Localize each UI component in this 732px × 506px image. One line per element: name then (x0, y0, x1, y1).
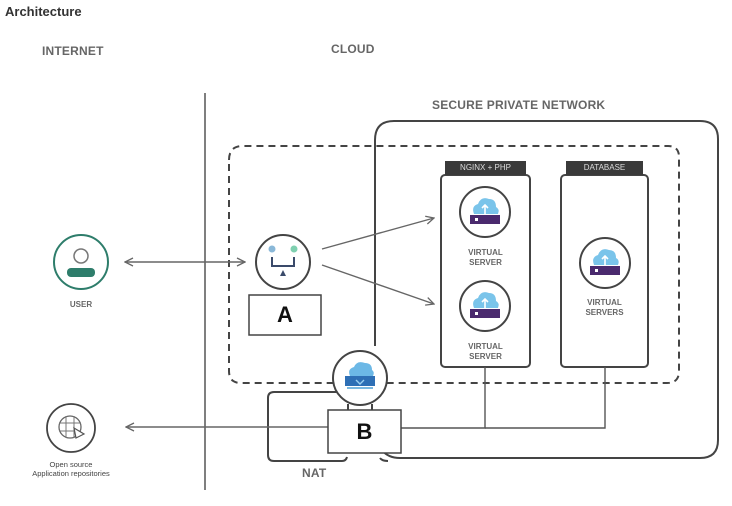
nat-boundary (267, 391, 348, 462)
load-balancer-icon (255, 234, 311, 290)
virtual-server-label: VIRTUAL SERVER (468, 248, 503, 267)
zone-internet-label: INTERNET (42, 44, 104, 58)
repos-label: Open source Application repositories (32, 460, 110, 478)
cloud-server-icon (459, 280, 511, 332)
secure-private-network-boundary (381, 120, 719, 459)
cloud-dashed-boundary (228, 145, 680, 384)
user-label: USER (69, 300, 93, 309)
cloud-server-icon (579, 237, 631, 289)
component-b-box (327, 409, 402, 454)
gateway-icon (332, 350, 388, 406)
database-group-tag: DATABASE (566, 161, 643, 175)
zone-cloud-label: CLOUD (331, 42, 375, 56)
component-b-label: B (356, 419, 373, 444)
secure-private-network-label: SECURE PRIVATE NETWORK (432, 98, 606, 112)
nat-label: NAT (302, 466, 327, 480)
cloud-server-icon (459, 186, 511, 238)
lb-to-server2-arrow (321, 264, 434, 304)
page-title: Architecture (5, 4, 82, 19)
user-icon (53, 234, 109, 290)
component-a-box (248, 294, 322, 336)
component-a-label: A (277, 302, 293, 327)
web-group-tag: NGINX + PHP (445, 161, 526, 175)
server-to-gateway-line (400, 367, 486, 429)
db-to-gateway-line (485, 367, 606, 429)
globe-icon (46, 403, 96, 453)
virtual-servers-label: VIRTUAL SERVERS (585, 298, 624, 317)
virtual-server-label: VIRTUAL SERVER (468, 342, 503, 361)
lb-to-server1-arrow (321, 218, 434, 250)
